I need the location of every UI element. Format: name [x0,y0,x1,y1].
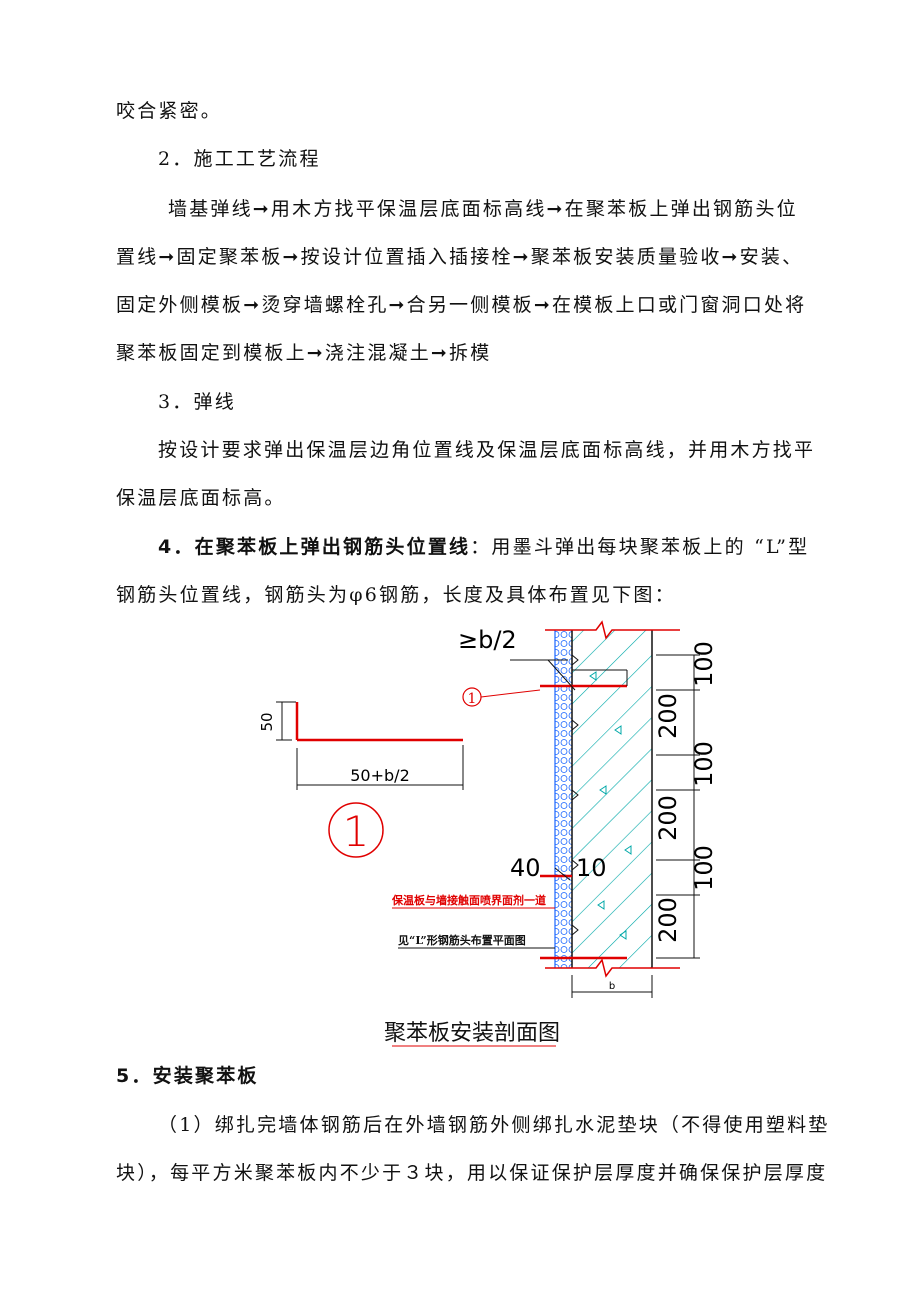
dim-right-3: 100 [690,741,718,787]
paragraph-line: 墙基弹线➞用木方找平保温层底面标高线➞在聚苯板上弹出钢筋头位 [168,198,798,220]
dim-length-label: 50+b/2 [350,766,410,785]
figure-caption: 聚苯板安装剖面图 [384,1021,560,1046]
paragraph-line: 置线➞固定聚苯板➞按设计位置插入插接栓➞聚苯板安装质量验收➞安装、 [116,246,804,268]
paragraph-line: 聚苯板固定到模板上➞浇注混凝土➞拆模 [116,342,492,364]
dim-right-1: 100 [690,641,718,687]
dim-10: 10 [576,854,607,882]
dim-b: b [609,981,615,992]
section-heading-5: 5．安装聚苯板 [116,1065,259,1087]
paragraph-line: 钢筋头位置线，钢筋头为φ6钢筋，长度及具体布置见下图： [116,584,676,606]
heading-4-bold: 4．在聚苯板上弹出钢筋头位置线 [158,536,471,558]
insulation-board [555,630,572,968]
dim-height-label: 50 [258,712,276,731]
concrete-wall [572,630,652,968]
dim-right-4: 200 [654,795,682,841]
paragraph-line: 固定外侧模板➞烫穿墙螺栓孔➞合另一侧模板➞在模板上口或门窗洞口处将 [116,294,807,316]
section-drawing: 50 50+b/2 1 [258,620,718,1047]
l-rebar-detail: 50 50+b/2 1 [258,701,464,858]
section-heading-4: 4．在聚苯板上弹出钢筋头位置线：用墨斗弹出每块聚苯板上的 “L”型 [158,538,809,557]
detail-circle [328,802,384,858]
paragraph-line: （1）绑扎完墙体钢筋后在外墙钢筋外侧绑扎水泥垫块（不得使用塑料垫 [158,1114,830,1136]
dim-right-5: 100 [690,845,718,891]
top-label: ≥b/2 [458,626,517,654]
dim-40: 40 [510,854,541,882]
paragraph-line: 块），每平方米聚苯板内不少于３块，用以保证保护层厚度并确保保护层厚度 [116,1162,828,1184]
dim-right-6: 200 [654,897,682,943]
note-black: 见“L”形钢筋头布置平面图 [398,933,526,947]
section-heading-3: 3．弹线 [158,391,236,413]
section-heading-2: 2．施工工艺流程 [158,148,321,170]
heading-4-rest: ：用墨斗弹出每块聚苯板上的 “L”型 [470,536,810,558]
detail-circle-number: 1 [343,807,370,856]
paragraph-line: 咬合紧密。 [116,100,223,122]
paragraph-line: 按设计要求弹出保温层边角位置线及保温层底面标高线，并用木方找平 [158,439,816,461]
dim-right-2: 200 [654,693,682,739]
note-red: 保温板与墙接触面喷界面剂一道 [391,893,546,907]
paragraph-line: 保温层底面标高。 [116,487,286,509]
callout-circle-number: 1 [468,691,477,707]
wall-section: ≥b/2 1 40 10 100 200 100 200 100 200 b 保… [384,620,718,1047]
